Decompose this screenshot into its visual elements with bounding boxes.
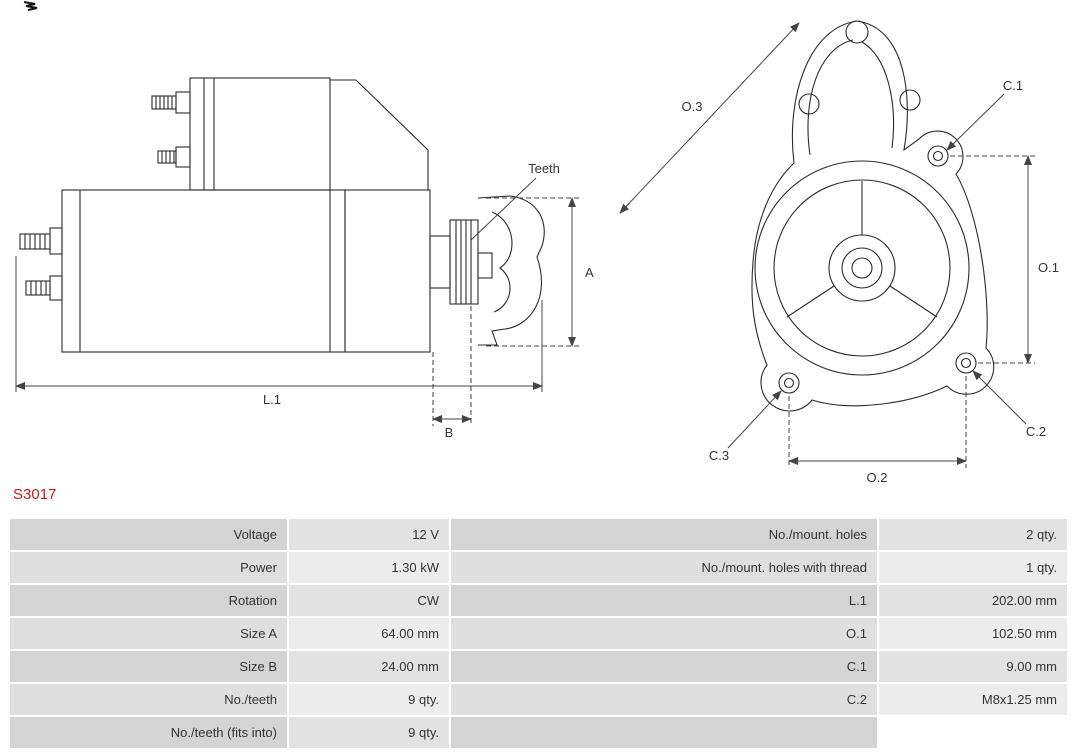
front-view-drawing — [751, 20, 995, 412]
spec-value: 9 qty. — [289, 684, 449, 715]
spec-label: No./mount. holes with thread — [451, 552, 877, 583]
spec-label: No./teeth (fits into) — [10, 717, 287, 748]
spec-value: M8x1.25 mm — [879, 684, 1067, 715]
spec-label: C.1 — [451, 651, 877, 682]
spec-label: O.1 — [451, 618, 877, 649]
side-view-dimensions — [15, 177, 580, 426]
dim-o1-label: O.1 — [1038, 260, 1059, 275]
spec-value: CW — [289, 585, 449, 616]
dim-o2-label: O.2 — [867, 470, 888, 485]
side-view-drawing — [19, 77, 545, 353]
spec-row: Size A 64.00 mm O.1 102.50 mm — [10, 618, 1067, 649]
part-number: S3017 — [13, 486, 57, 503]
spec-row: Rotation CW L.1 202.00 mm — [10, 585, 1067, 616]
spec-row: Size B 24.00 mm C.1 9.00 mm — [10, 651, 1067, 682]
dim-l1-label: L.1 — [263, 392, 281, 407]
spec-label: L.1 — [451, 585, 877, 616]
spec-row: Voltage 12 V No./mount. holes 2 qty. — [10, 519, 1067, 550]
spec-label: C.2 — [451, 684, 877, 715]
spec-label: No./mount. holes — [451, 519, 877, 550]
spec-label: Voltage — [10, 519, 287, 550]
spec-value: 1 qty. — [879, 552, 1067, 583]
spec-value — [879, 717, 1067, 748]
spec-label — [451, 717, 877, 748]
spec-row: No./teeth (fits into) 9 qty. — [10, 717, 1067, 748]
spec-label: Power — [10, 552, 287, 583]
teeth-label: Teeth — [528, 161, 560, 176]
corner-artifact — [23, 1, 38, 11]
dim-c1-label: C.1 — [1003, 78, 1023, 93]
spec-value: 1.30 kW — [289, 552, 449, 583]
spec-value: 2 qty. — [879, 519, 1067, 550]
spec-label: Size A — [10, 618, 287, 649]
dim-b-label: B — [445, 425, 454, 440]
dim-a-label: A — [585, 265, 594, 280]
technical-diagram: Teeth A L.1 B — [15, 1, 1059, 485]
spec-row: No./teeth 9 qty. C.2 M8x1.25 mm — [10, 684, 1067, 715]
front-view-dimensions — [619, 22, 1035, 468]
spec-value: 24.00 mm — [289, 651, 449, 682]
spec-value: 202.00 mm — [879, 585, 1067, 616]
spec-label: Rotation — [10, 585, 287, 616]
spec-row: Power 1.30 kW No./mount. holes with thre… — [10, 552, 1067, 583]
spec-value: 64.00 mm — [289, 618, 449, 649]
spec-value: 9.00 mm — [879, 651, 1067, 682]
spec-label: Size B — [10, 651, 287, 682]
spec-value: 9 qty. — [289, 717, 449, 748]
spec-value: 12 V — [289, 519, 449, 550]
spec-value: 102.50 mm — [879, 618, 1067, 649]
dim-c3-label: C.3 — [709, 448, 729, 463]
dim-o3-label: O.3 — [682, 99, 703, 114]
spec-table: Voltage 12 V No./mount. holes 2 qty. Pow… — [10, 519, 1067, 748]
spec-label: No./teeth — [10, 684, 287, 715]
dim-c2-label: C.2 — [1026, 424, 1046, 439]
